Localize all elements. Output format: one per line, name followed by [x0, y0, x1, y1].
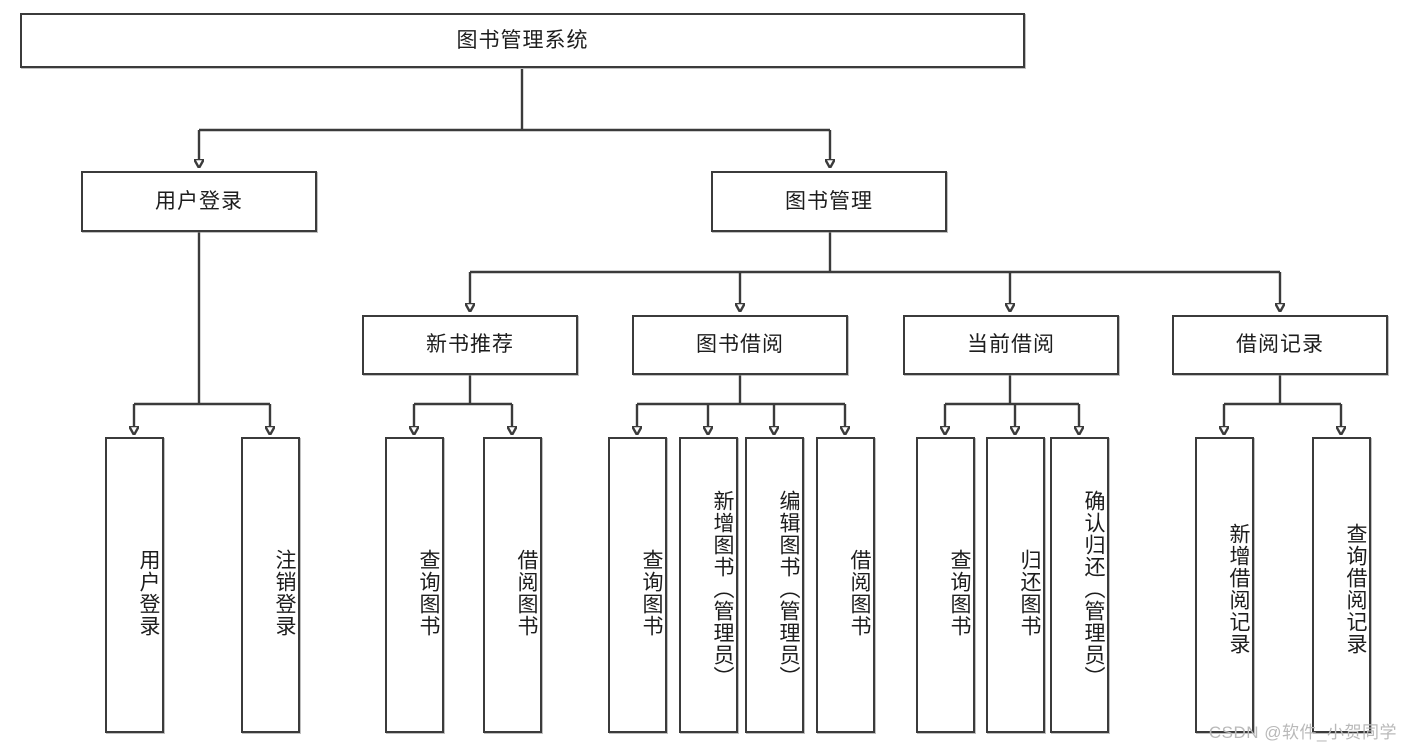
leaf-confirm-return-admin-label: 确认归还（管理员） — [1082, 490, 1105, 688]
node-book-borrow-label: 图书借阅 — [696, 333, 784, 357]
csdn-watermark: CSDN @软件_小贺同学 — [1208, 723, 1397, 742]
leaf-borrow-book-rec[interactable]: 借阅图书 — [483, 437, 542, 733]
leaf-query-book-borrow-label: 查询图书 — [640, 549, 663, 637]
leaf-return-book-label: 归还图书 — [1018, 549, 1041, 637]
leaf-confirm-return-admin[interactable]: 确认归还（管理员） — [1050, 437, 1109, 733]
node-new-book-recommend-label: 新书推荐 — [426, 333, 514, 357]
leaf-query-book-borrow[interactable]: 查询图书 — [608, 437, 667, 733]
leaf-logout[interactable]: 注销登录 — [241, 437, 300, 733]
node-root-label: 图书管理系统 — [456, 28, 589, 52]
node-book-borrow[interactable]: 图书借阅 — [632, 315, 848, 375]
leaf-borrow-book-rec-label: 借阅图书 — [515, 549, 538, 637]
leaf-return-book[interactable]: 归还图书 — [986, 437, 1045, 733]
leaf-borrow-book[interactable]: 借阅图书 — [816, 437, 875, 733]
node-current-borrow-label: 当前借阅 — [967, 333, 1055, 357]
leaf-add-book-admin-label: 新增图书（管理员） — [711, 490, 734, 688]
node-root[interactable]: 图书管理系统 — [20, 13, 1025, 68]
leaf-query-borrow-record[interactable]: 查询借阅记录 — [1312, 437, 1371, 733]
node-user-login[interactable]: 用户登录 — [81, 171, 317, 232]
leaf-query-book-current-label: 查询图书 — [948, 549, 971, 637]
leaf-query-book-rec-label: 查询图书 — [417, 549, 440, 637]
leaf-add-book-admin[interactable]: 新增图书（管理员） — [679, 437, 738, 733]
node-book-management[interactable]: 图书管理 — [711, 171, 947, 232]
node-new-book-recommend[interactable]: 新书推荐 — [362, 315, 578, 375]
leaf-add-borrow-record[interactable]: 新增借阅记录 — [1195, 437, 1254, 733]
node-borrow-record-label: 借阅记录 — [1236, 333, 1324, 357]
leaf-user-login-label: 用户登录 — [137, 549, 160, 637]
leaf-query-borrow-record-label: 查询借阅记录 — [1344, 523, 1367, 655]
leaf-borrow-book-label: 借阅图书 — [848, 549, 871, 637]
leaf-query-book-rec[interactable]: 查询图书 — [385, 437, 444, 733]
leaf-edit-book-admin-label: 编辑图书（管理员） — [777, 490, 800, 688]
node-book-management-label: 图书管理 — [785, 189, 873, 213]
leaf-add-borrow-record-label: 新增借阅记录 — [1227, 523, 1250, 655]
leaf-user-login[interactable]: 用户登录 — [105, 437, 164, 733]
node-current-borrow[interactable]: 当前借阅 — [903, 315, 1119, 375]
leaf-logout-label: 注销登录 — [273, 549, 296, 637]
node-borrow-record[interactable]: 借阅记录 — [1172, 315, 1388, 375]
leaf-query-book-current[interactable]: 查询图书 — [916, 437, 975, 733]
node-user-login-label: 用户登录 — [155, 189, 243, 213]
leaf-edit-book-admin[interactable]: 编辑图书（管理员） — [745, 437, 804, 733]
